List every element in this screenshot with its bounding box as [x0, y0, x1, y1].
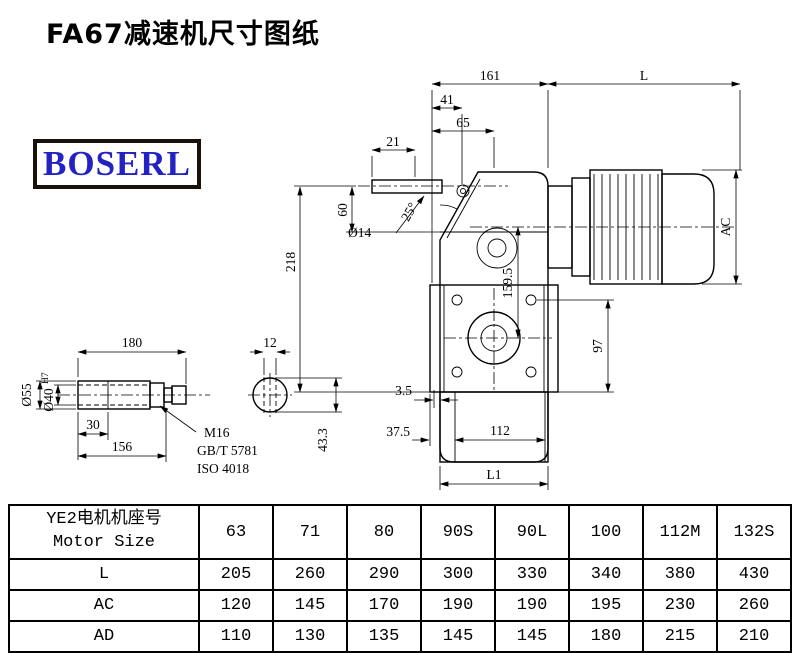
value-cell: 135	[346, 620, 422, 653]
dim-12-label: 12	[263, 335, 277, 350]
dim-156-label: 156	[112, 439, 133, 454]
table-header-row: YE2电机机座号 Motor Size 63 71 80 90S 90L 100…	[8, 504, 792, 560]
row-label-AC: AC	[8, 589, 200, 622]
dim-dia55-label: Ø55	[19, 383, 34, 406]
table-row-AD: AD 110 130 135 145 145 180 215 210	[8, 620, 792, 653]
boserl-logo: BOSERL	[33, 139, 201, 189]
dimension-lines: 161 L 41 65 21 60 218 Ø14 25° 159.5 AC 9…	[283, 68, 742, 490]
size-column-112m: 112M	[642, 504, 718, 560]
value-cell: 430	[716, 558, 792, 591]
size-column-100: 100	[568, 504, 644, 560]
value-cell: 260	[272, 558, 348, 591]
motor	[470, 169, 734, 285]
value-cell: 260	[716, 589, 792, 622]
value-cell: 380	[642, 558, 718, 591]
size-column-71: 71	[272, 504, 348, 560]
table-row-AC: AC 120 145 170 190 190 195 230 260	[8, 589, 792, 622]
header-line1: YE2电机机座号	[46, 510, 162, 530]
size-column-80: 80	[346, 504, 422, 560]
value-cell: 215	[642, 620, 718, 653]
motor-size-table: YE2电机机座号 Motor Size 63 71 80 90S 90L 100…	[8, 504, 792, 653]
page-title: FA67减速机尺寸图纸	[46, 19, 320, 50]
value-cell: 340	[568, 558, 644, 591]
value-cell: 130	[272, 620, 348, 653]
value-cell: 145	[420, 620, 496, 653]
value-cell: 330	[494, 558, 570, 591]
row-label-L: L	[8, 558, 200, 591]
dim-dia40-tolerance-label: H7	[41, 372, 51, 384]
value-cell: 170	[346, 589, 422, 622]
dim-angle25-label: 25°	[398, 200, 420, 224]
dim-dia40-label: Ø40	[41, 388, 56, 411]
dim-60-label: 60	[335, 203, 350, 217]
size-column-90l: 90L	[494, 504, 570, 560]
value-cell: 205	[198, 558, 274, 591]
dim-L-label: L	[640, 68, 648, 83]
value-cell: 210	[716, 620, 792, 653]
value-cell: 230	[642, 589, 718, 622]
header-line2: Motor Size	[52, 533, 156, 552]
dim-65-label: 65	[456, 115, 470, 130]
dim-AC-label: AC	[718, 218, 733, 237]
dim-3-5-label: 3.5	[395, 383, 412, 398]
shaft-detail: 180 Ø55 Ø40 H7 30 156 M16 GB/T 5781 ISO …	[19, 335, 258, 476]
dim-161-label: 161	[480, 68, 500, 83]
dim-218-label: 218	[283, 252, 298, 273]
dim-180-label: 180	[122, 335, 143, 350]
dim-L1-label: L1	[487, 467, 502, 482]
dim-112-label: 112	[490, 423, 510, 438]
standard-iso-label: ISO 4018	[197, 461, 249, 476]
size-column-132s: 132S	[716, 504, 792, 560]
dimension-drawing: 161 L 41 65 21 60 218 Ø14 25° 159.5 AC 9…	[19, 68, 742, 490]
dim-41-label: 41	[440, 92, 454, 107]
value-cell: 290	[346, 558, 422, 591]
shaft-cross-section: 12 43.3	[248, 335, 342, 452]
dim-43-3-label: 43.3	[315, 428, 330, 452]
motor-size-header-cell: YE2电机机座号 Motor Size	[8, 504, 200, 560]
bolt-spec-label: M16	[204, 425, 230, 440]
value-cell: 145	[272, 589, 348, 622]
dim-37-5-label: 37.5	[386, 424, 410, 439]
standard-gb-label: GB/T 5781	[197, 443, 258, 458]
table-row-L: L 205 260 290 300 330 340 380 430	[8, 558, 792, 591]
size-column-63: 63	[198, 504, 274, 560]
size-column-90s: 90S	[420, 504, 496, 560]
value-cell: 180	[568, 620, 644, 653]
value-cell: 195	[568, 589, 644, 622]
row-label-AD: AD	[8, 620, 200, 653]
gearbox-housing	[429, 171, 559, 463]
value-cell: 190	[494, 589, 570, 622]
value-cell: 300	[420, 558, 496, 591]
dim-21-label: 21	[386, 134, 400, 149]
dim-30-label: 30	[86, 417, 100, 432]
logo-text: BOSERL	[43, 144, 191, 183]
dim-dia14-label: Ø14	[348, 225, 371, 240]
value-cell: 110	[198, 620, 274, 653]
input-shaft	[358, 179, 508, 194]
value-cell: 145	[494, 620, 570, 653]
dim-159-label: 159.5	[500, 268, 515, 299]
value-cell: 120	[198, 589, 274, 622]
dim-97-label: 97	[590, 339, 605, 353]
value-cell: 190	[420, 589, 496, 622]
fan-cowl	[661, 173, 715, 285]
